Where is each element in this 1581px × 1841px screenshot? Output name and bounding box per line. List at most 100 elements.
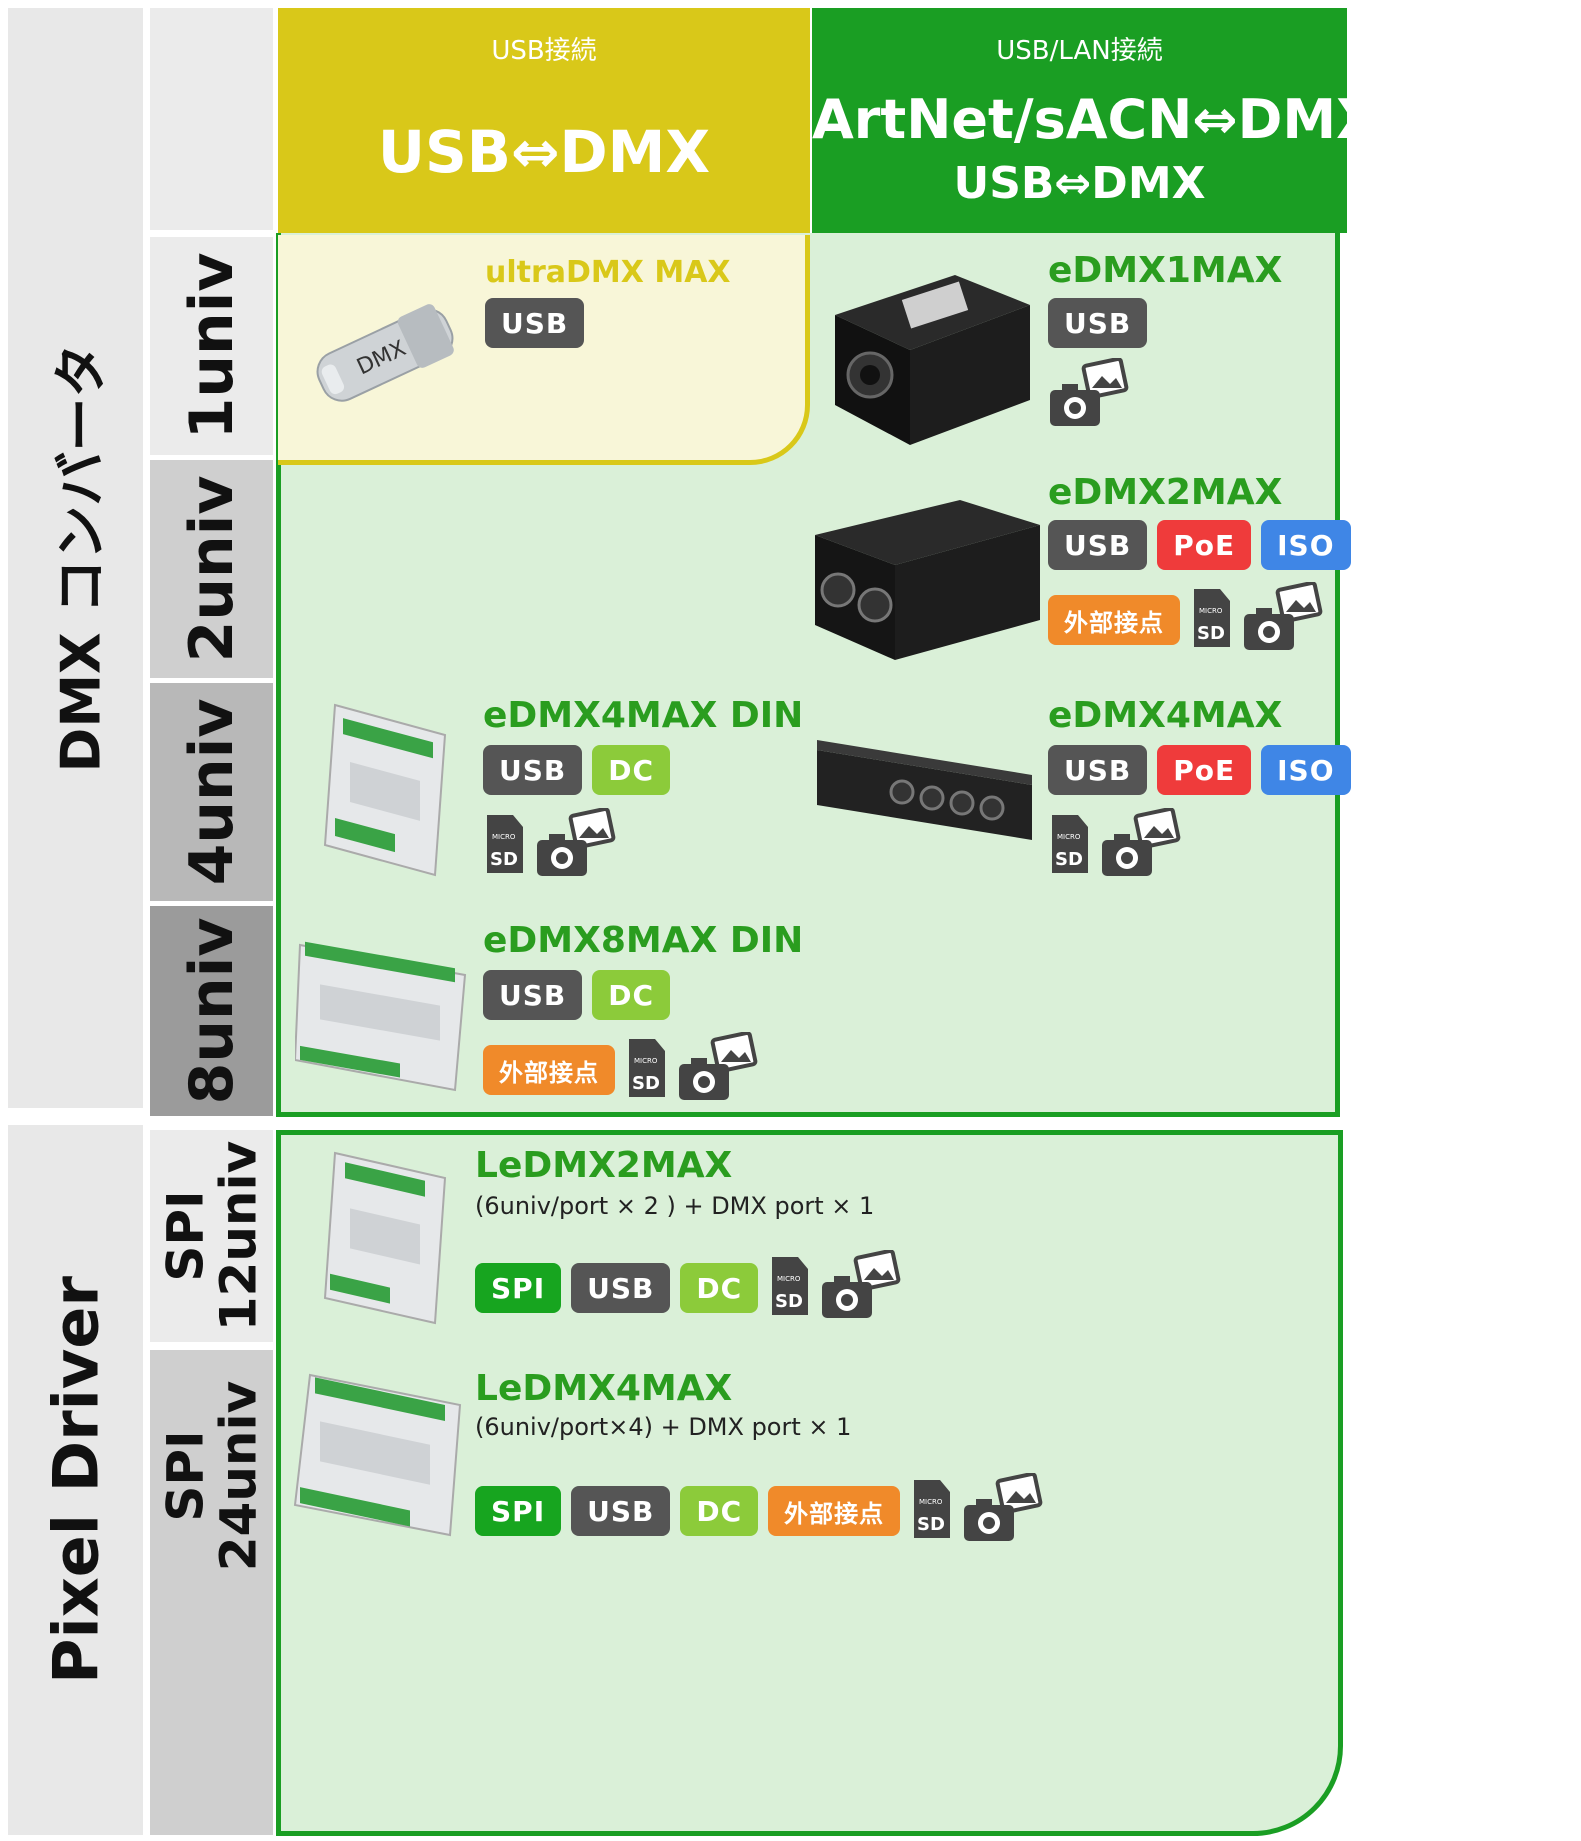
badge-dc: DC: [592, 745, 671, 795]
svg-text:MICRO: MICRO: [919, 1498, 943, 1506]
univ-4-label: 4univ: [176, 698, 247, 886]
badge-poe: PoE: [1157, 745, 1252, 795]
header-artnet-main: ArtNet/sACN⇔DMX: [812, 88, 1378, 151]
camera-gallery-icon: [535, 806, 617, 884]
badge-usb: USB: [485, 298, 585, 348]
edmx4-image: [812, 730, 1042, 854]
badge-dc: DC: [592, 970, 671, 1020]
univ-spi12-line2: 12univ: [208, 1140, 267, 1332]
header-artnet-main2: USB⇔DMX: [953, 158, 1206, 209]
badge-ext: 外部接点: [1048, 595, 1180, 645]
edmx1-badges: USB: [1048, 298, 1148, 348]
univ-spi24: SPI 24univ: [150, 1350, 273, 1835]
edmx4din-image: [305, 700, 465, 884]
edmx4din-name: eDMX4MAX DIN: [483, 695, 804, 736]
header-artnet-sub: USB/LAN接続: [996, 36, 1163, 66]
univ-2: 2univ: [150, 460, 273, 678]
univ-spi12-line1: SPI: [156, 1190, 214, 1282]
badge-usb: USB: [1048, 745, 1148, 795]
univ-spi12: SPI 12univ: [150, 1130, 273, 1342]
edmx2-badges: USB PoE ISO: [1048, 520, 1351, 570]
badge-spi: SPI: [475, 1263, 562, 1313]
svg-text:SD: SD: [917, 1514, 945, 1535]
ledmx4-badges: SPI USB DC 外部接点 MICRO SD: [475, 1471, 1044, 1549]
camera-gallery-icon: [677, 1030, 759, 1108]
camera-gallery-icon: [1100, 806, 1182, 884]
univ-1-label: 1univ: [176, 252, 247, 440]
sd-card-icon: MICRO SD: [1190, 587, 1232, 653]
svg-text:SD: SD: [1055, 849, 1083, 870]
edmx8din-badges: USB DC: [483, 970, 671, 1020]
badge-usb: USB: [483, 745, 583, 795]
edmx2-icons: 外部接点 MICRO SD: [1048, 580, 1324, 658]
badge-dc: DC: [680, 1486, 759, 1536]
univ-8-label: 8univ: [176, 917, 247, 1105]
svg-text:MICRO: MICRO: [1057, 833, 1081, 841]
header-usb-main: USB⇔DMX: [377, 118, 711, 186]
ledmx2-badges: SPI USB DC MICRO SD: [475, 1248, 902, 1326]
header-usb-sub: USB接続: [491, 36, 597, 66]
badge-usb: USB: [571, 1263, 671, 1313]
ledmx2-name: LeDMX2MAX: [475, 1145, 733, 1186]
svg-text:MICRO: MICRO: [777, 1275, 801, 1283]
univ-spi24-line2: 24univ: [208, 1380, 267, 1572]
edmx4-icons: MICRO SD: [1048, 806, 1182, 884]
edmx2-image: [810, 495, 1045, 669]
svg-text:MICRO: MICRO: [492, 833, 516, 841]
badge-ext: 外部接点: [768, 1486, 901, 1536]
ultradmx-image: DMX: [300, 285, 470, 429]
sd-card-icon: MICRO SD: [625, 1037, 667, 1103]
ultradmx-badges: USB: [485, 298, 585, 348]
edmx4-name: eDMX4MAX: [1048, 695, 1283, 736]
camera-gallery-icon: [820, 1248, 902, 1326]
ledmx4-desc: (6univ/port×4) + DMX port × 1: [475, 1413, 852, 1441]
sd-card-icon: MICRO SD: [910, 1478, 952, 1544]
univ-spi24-line1: SPI: [156, 1430, 214, 1522]
category-dmx-label: DMX コンバータ: [49, 343, 112, 773]
sd-card-icon: MICRO SD: [1048, 813, 1090, 879]
svg-text:MICRO: MICRO: [634, 1057, 658, 1065]
badge-usb: USB: [483, 970, 583, 1020]
badge-iso: ISO: [1261, 520, 1351, 570]
badge-ext: 外部接点: [483, 1045, 615, 1095]
edmx2-name: eDMX2MAX: [1048, 472, 1283, 513]
badge-poe: PoE: [1157, 520, 1252, 570]
badge-usb: USB: [1048, 298, 1148, 348]
camera-gallery-icon: [1242, 580, 1324, 658]
univ-8: 8univ: [150, 906, 273, 1116]
edmx1-icons: [1048, 356, 1130, 434]
svg-text:SD: SD: [490, 849, 518, 870]
edmx8din-name: eDMX8MAX DIN: [483, 920, 804, 961]
edmx8din-icons: 外部接点 MICRO SD: [483, 1030, 759, 1108]
univ-4: 4univ: [150, 683, 273, 901]
edmx1-name: eDMX1MAX: [1048, 250, 1283, 291]
header-artnet: USB/LAN接続 ArtNet/sACN⇔DMX USB⇔DMX: [812, 8, 1378, 233]
header-usb: USB接続 USB⇔DMX: [278, 8, 810, 233]
univ-1: 1univ: [150, 237, 273, 455]
edmx4-badges: USB PoE ISO: [1048, 745, 1351, 795]
univ-spi24-label: SPI 24univ: [156, 1380, 267, 1572]
univ-2-label: 2univ: [176, 475, 247, 663]
camera-gallery-icon: [962, 1471, 1044, 1549]
camera-gallery-icon: [1048, 356, 1130, 434]
sd-card-icon: MICRO SD: [483, 813, 525, 879]
svg-text:SD: SD: [1197, 623, 1225, 644]
category-dmx: DMX コンバータ: [8, 8, 143, 1108]
badge-usb: USB: [1048, 520, 1148, 570]
ultradmx-name: ultraDMX MAX: [485, 255, 731, 290]
svg-text:SD: SD: [632, 1073, 660, 1094]
sd-card-icon: MICRO SD: [768, 1255, 810, 1321]
ledmx2-desc: (6univ/port × 2 ) + DMX port × 1: [475, 1192, 875, 1220]
svg-text:MICRO: MICRO: [1199, 607, 1223, 615]
badge-usb: USB: [571, 1486, 671, 1536]
edmx4din-icons: MICRO SD: [483, 806, 617, 884]
ledmx4-name: LeDMX4MAX: [475, 1368, 733, 1409]
ledmx2-image: [305, 1148, 460, 1332]
svg-text:SD: SD: [775, 1291, 803, 1312]
edmx4din-badges: USB DC: [483, 745, 671, 795]
edmx1-image: [825, 255, 1040, 454]
univ-header-blank: [150, 8, 273, 230]
category-pixel-label: Pixel Driver: [39, 1276, 112, 1684]
badge-dc: DC: [680, 1263, 759, 1313]
badge-spi: SPI: [475, 1486, 562, 1536]
